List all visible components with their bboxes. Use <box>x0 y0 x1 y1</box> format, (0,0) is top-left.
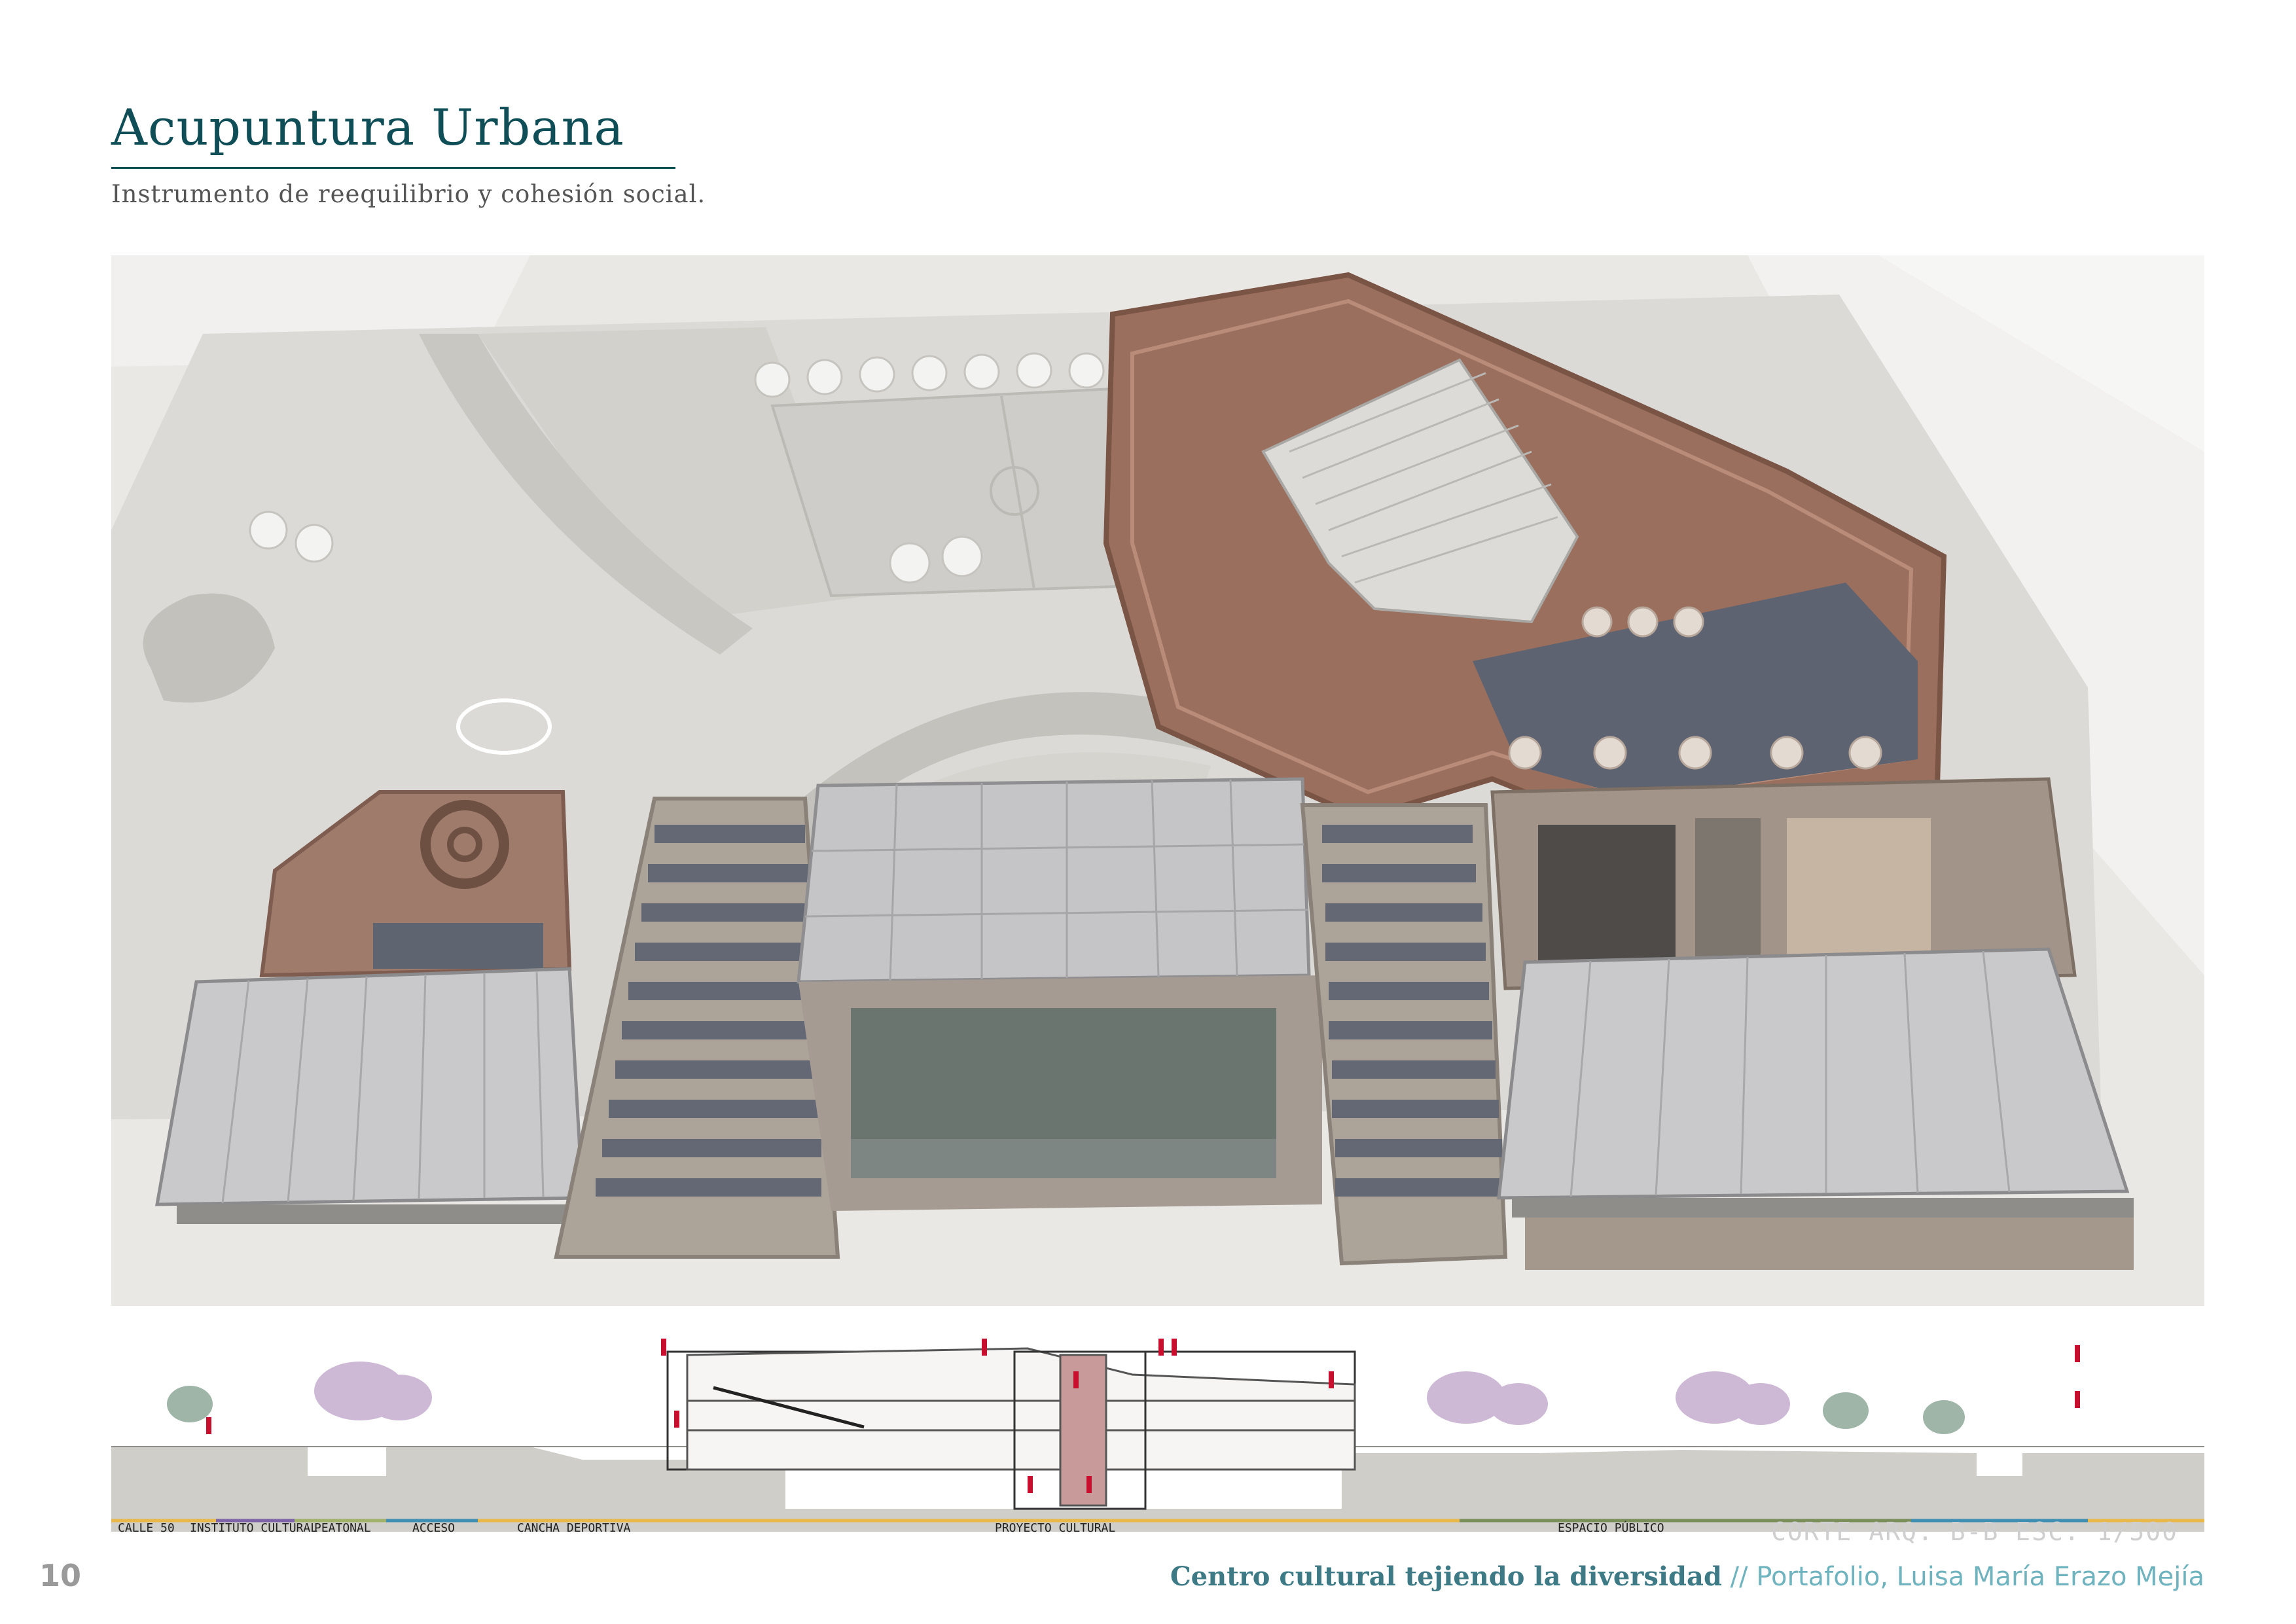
footer-project-title: Centro cultural tejiendo la diversidad <box>1170 1561 1722 1592</box>
aerial-render-image <box>111 255 2204 1306</box>
zone-label-proyecto: PROYECTO CULTURAL <box>995 1521 1116 1535</box>
section-drawing <box>111 1312 2204 1532</box>
zone-label-peatonal: PEATONAL <box>314 1521 371 1535</box>
zone-label-instituto: INSTITUTO CULTURAL <box>190 1521 318 1535</box>
aerial-render <box>111 255 2204 1306</box>
page-number: 10 <box>39 1558 82 1593</box>
zone-label-acceso: ACCESO <box>412 1521 456 1535</box>
section-labels: CALLE 50 INSTITUTO CULTURAL PEATONAL ACC… <box>111 1517 2204 1546</box>
zone-label-espacio: ESPACIO PÚBLICO <box>1558 1521 1664 1535</box>
footer-separator: // <box>1730 1562 1748 1592</box>
zone-label-calle: CALLE 50 <box>118 1521 175 1535</box>
section-drawing-image <box>111 1312 2204 1532</box>
page-title: Acupuntura Urbana <box>111 98 624 156</box>
title-underline <box>111 167 675 169</box>
corte-label: CORTE ARQ. B-B ESC: 1/500 <box>1771 1517 2178 1546</box>
footer-author: Portafolio, Luisa María Erazo Mejía <box>1756 1562 2204 1592</box>
zone-label-cancha: CANCHA DEPORTIVA <box>517 1521 631 1535</box>
page-subtitle: Instrumento de reequilibrio y cohesión s… <box>111 180 706 208</box>
footer: Centro cultural tejiendo la diversidad /… <box>1170 1561 2204 1592</box>
